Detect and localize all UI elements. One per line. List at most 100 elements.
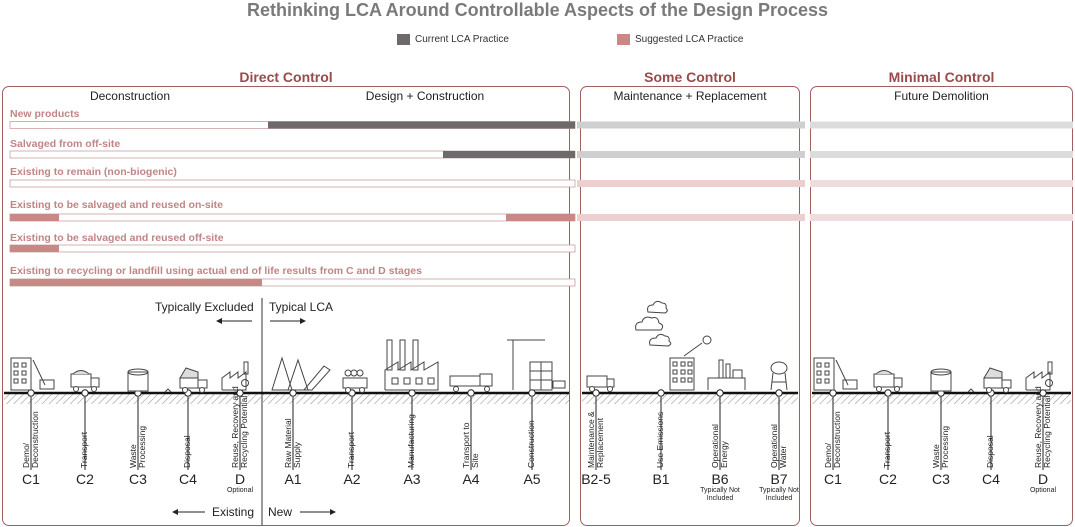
stage-code: C4 [179, 471, 197, 487]
flatbed-truck-icon [449, 373, 493, 392]
stage-marker [657, 389, 665, 397]
stage-code: C1 [22, 471, 40, 487]
stage-name: Maintenance &Replacement [586, 411, 605, 468]
stage-code: A2 [343, 471, 361, 487]
stage-code: B2-5 [581, 471, 611, 487]
legend-current-label: Current LCA Practice [415, 34, 509, 45]
bar-row-reused-onsite [9, 213, 1073, 222]
future-recycling-factory-icon [1025, 361, 1053, 391]
row-label-recycling-landfill: Existing to recycling or landfill using … [10, 265, 422, 277]
water-tower-icon [770, 361, 788, 391]
row-label-existing-remain: Existing to remain (non-biogenic) [10, 166, 177, 178]
stage-code: A1 [284, 471, 302, 487]
crane-icon [507, 339, 566, 391]
diagram-title: Rethinking LCA Around Controllable Aspec… [246, 0, 829, 20]
ground-hatch-direct [4, 394, 569, 404]
stage-code: C3 [129, 471, 147, 487]
bar-suggested-offsite [10, 245, 59, 252]
log-truck-icon [342, 369, 368, 393]
stage-name: Demo/Deconstruction [823, 411, 842, 468]
stage-code: B7 [770, 471, 788, 487]
stage-name: Transport [346, 431, 356, 468]
stage-code: C2 [76, 471, 94, 487]
stage-marker [81, 389, 89, 397]
stage-marker [716, 389, 724, 397]
design-construction-subtitle: Design + Construction [365, 89, 485, 103]
factory-icon [384, 339, 439, 391]
bar-suggested-onsite-deconstruction [10, 214, 59, 221]
stage-marker [884, 389, 892, 397]
bar-row-salvaged-offsite [9, 150, 1073, 159]
legend-suggested-label: Suggested LCA Practice [635, 34, 744, 45]
bar-row-new-products [9, 121, 1073, 129]
row-label-new-products: New products [10, 108, 80, 120]
minimal-control-title: Minimal Control [888, 69, 995, 85]
some-control-title: Some Control [644, 69, 736, 85]
maintenance-subtitle: Maintenance + Replacement [613, 89, 767, 103]
bar-current-salvaged [443, 151, 575, 158]
bar-row-existing-remain [9, 179, 1073, 188]
stage-code: A5 [523, 471, 541, 487]
stage-code: A4 [462, 471, 480, 487]
service-truck-icon [586, 375, 615, 392]
stage-note: Optional [1029, 487, 1057, 494]
existing-label: Existing [212, 505, 255, 519]
ground-hatch-some [582, 394, 798, 404]
stage-code: B1 [652, 471, 670, 487]
row-label-salvaged-offsite: Salvaged from off-site [10, 138, 121, 150]
disposal-truck-icon [164, 367, 208, 393]
stage-note: Typically Not Included [700, 487, 740, 502]
stage-code: D [234, 471, 246, 487]
stage-code: C2 [879, 471, 897, 487]
future-disposal-truck-icon [967, 367, 1012, 393]
typically-excluded-label: Typically Excluded [155, 300, 254, 314]
bar-future-demolition [810, 121, 1073, 129]
future-demolition-icon [813, 357, 858, 391]
bar-future-maintenance [577, 121, 805, 129]
stage-name: Use Emissions [655, 411, 665, 468]
legend-suggested: Suggested LCA Practice [617, 34, 743, 45]
bar-suggested-onsite-construction [506, 214, 575, 221]
stage-name: Construction [526, 420, 536, 468]
stage-name: Disposal [182, 435, 192, 468]
trees-icon [271, 356, 331, 391]
stage-name: Demo/Deconstruction [21, 411, 40, 468]
stage-marker [289, 389, 297, 397]
new-label: New [268, 505, 293, 519]
direct-control-title: Direct Control [239, 69, 333, 85]
recycling-factory-icon [221, 361, 249, 391]
bar-row-reused-offsite [9, 244, 576, 253]
row-label-reused-onsite: Existing to be salvaged and reused on-si… [10, 199, 223, 211]
stage-marker [467, 389, 475, 397]
stage-name: Transport [79, 431, 89, 468]
stage-marker [592, 389, 600, 397]
stage-name: Transport [882, 431, 892, 468]
legend-current: Current LCA Practice [397, 34, 509, 45]
stage-marker [27, 389, 35, 397]
stage-marker [775, 389, 783, 397]
some-control-panel [580, 86, 800, 526]
legend-suggested-swatch [617, 34, 630, 45]
minimal-control-panel [810, 86, 1073, 526]
deconstruction-subtitle: Deconstruction [89, 89, 171, 103]
stage-code: A3 [403, 471, 421, 487]
stage-marker [408, 389, 416, 397]
bar-row-recycling-landfill [9, 278, 576, 287]
stage-code: C1 [824, 471, 842, 487]
demolition-icon [10, 357, 55, 391]
stage-marker [829, 389, 837, 397]
stage-note: Typically Not Included [759, 487, 799, 502]
bar-suggested-recycling [10, 279, 262, 286]
emissions-cloud-icon [635, 300, 712, 391]
stage-code: D [1037, 471, 1049, 487]
future-silo-icon [930, 368, 952, 392]
stage-code: B6 [711, 471, 729, 487]
silo-icon [127, 368, 149, 392]
stage-name: Disposal [985, 435, 995, 468]
